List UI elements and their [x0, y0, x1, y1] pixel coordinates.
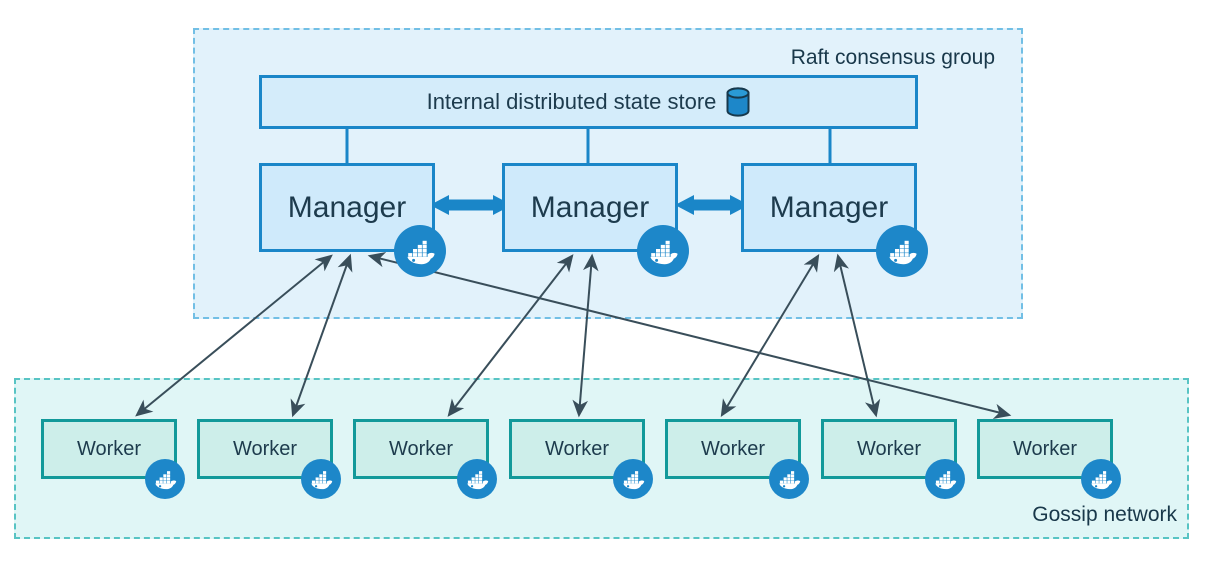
- state-store-links: [345, 129, 832, 164]
- worker-node-4-label: Worker: [544, 437, 610, 460]
- manager-peer-links: [430, 195, 749, 215]
- internal-state-store-box[interactable]: Internal distributed state store: [259, 75, 918, 129]
- docker-whale-icon: [1081, 459, 1121, 499]
- docker-whale-icon: [394, 225, 446, 277]
- docker-whale-icon: [457, 459, 497, 499]
- docker-whale-icon: [925, 459, 965, 499]
- docker-whale-icon: [301, 459, 341, 499]
- manager-node-1-label: Manager: [287, 190, 407, 224]
- manager-node-3-label: Manager: [769, 190, 889, 224]
- worker-node-2-label: Worker: [232, 437, 298, 460]
- worker-node-5-label: Worker: [700, 437, 766, 460]
- docker-whale-icon: [876, 225, 928, 277]
- docker-whale-icon: [637, 225, 689, 277]
- manager-node-2-label: Manager: [530, 190, 650, 224]
- worker-node-3-label: Worker: [388, 437, 454, 460]
- docker-whale-icon: [769, 459, 809, 499]
- worker-node-1[interactable]: Worker: [41, 419, 177, 479]
- worker-node-7-label: Worker: [1012, 437, 1078, 460]
- worker-node-6-label: Worker: [856, 437, 922, 460]
- docker-whale-icon: [613, 459, 653, 499]
- database-cylinder-icon: [726, 87, 750, 117]
- manager-worker-links: [135, 252, 1012, 419]
- raft-consensus-group-label: Raft consensus group: [790, 46, 995, 69]
- manager-node-3[interactable]: Manager: [741, 163, 917, 252]
- docker-whale-icon: [145, 459, 185, 499]
- worker-node-1-label: Worker: [76, 437, 142, 460]
- gossip-network-label: Gossip network: [1032, 503, 1177, 526]
- internal-state-store-label: Internal distributed state store: [426, 89, 717, 114]
- manager-node-1[interactable]: Manager: [259, 163, 435, 252]
